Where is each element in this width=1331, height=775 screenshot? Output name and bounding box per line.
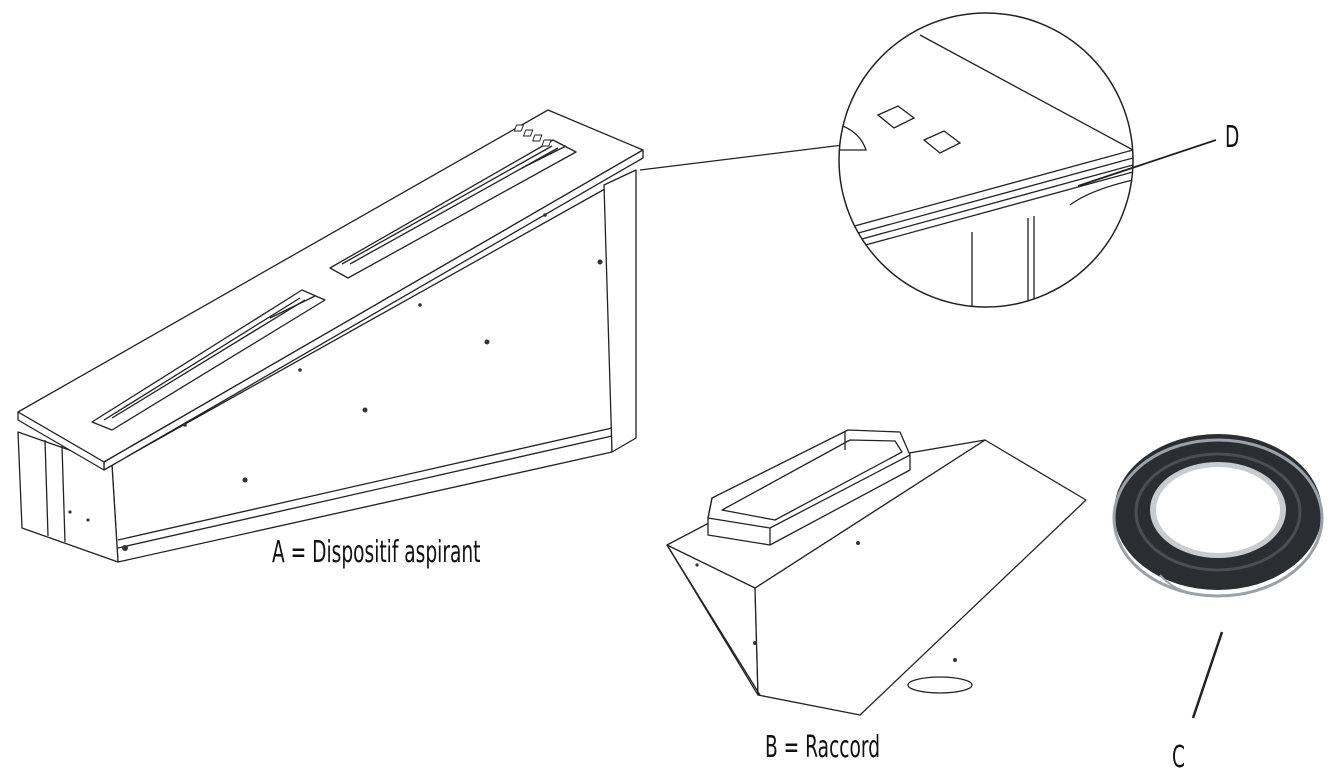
suction-device xyxy=(17,109,644,563)
leader-line-d xyxy=(1077,139,1217,187)
tape-roll xyxy=(1112,434,1324,719)
label-detail-d: D xyxy=(1225,120,1240,155)
detail-callout-line xyxy=(639,144,844,171)
connector-part xyxy=(666,429,1087,716)
label-connector: B = Raccord xyxy=(765,730,881,765)
label-tape: C xyxy=(1172,740,1185,775)
detail-zoom-circle xyxy=(838,12,1217,308)
leader-line-c xyxy=(1191,631,1224,719)
label-suction-device: A = Dispositif aspirant xyxy=(272,535,481,570)
